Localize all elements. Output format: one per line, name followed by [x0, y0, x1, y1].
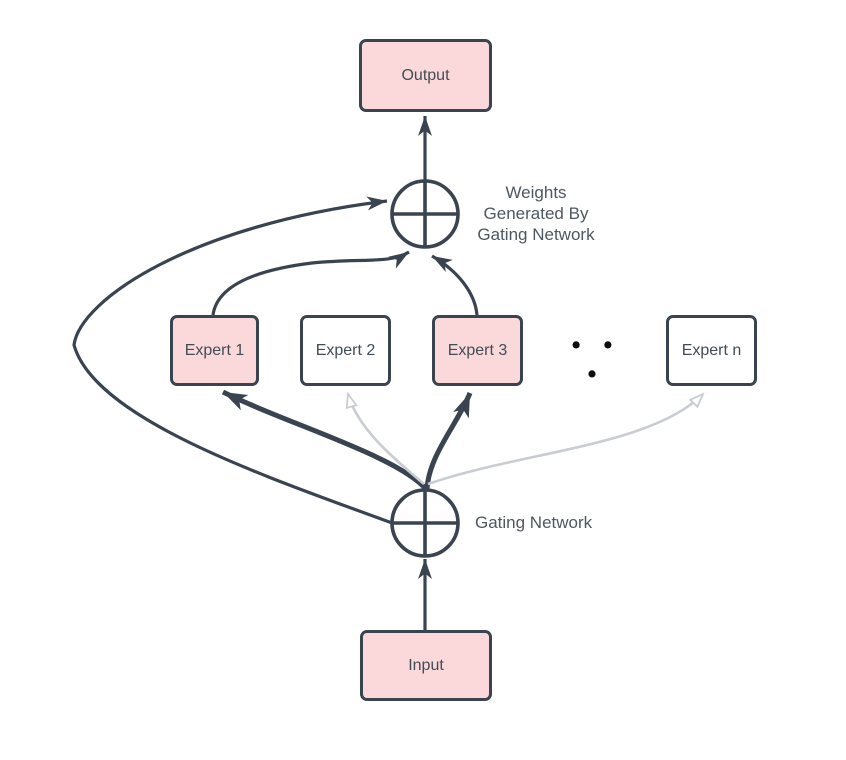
expert2-node: Expert 2	[300, 315, 391, 386]
expert3-node-label: Expert 3	[447, 341, 508, 359]
expert3-node: Expert 3	[432, 315, 523, 386]
weights-annotation-line3: Gating Network	[477, 225, 595, 244]
expert2-node-label: Expert 2	[315, 341, 376, 359]
gating-network-annotation: Gating Network	[475, 513, 593, 532]
edge-expert3-to-sum	[431, 254, 479, 316]
output-node-label: Output	[401, 66, 450, 84]
more-experts-ellipsis: • • •	[571, 331, 621, 388]
edge-gating-to-expert2	[348, 394, 425, 485]
expertn-node: Expert n	[666, 315, 757, 386]
edge-gating-to-expert3	[424, 392, 473, 490]
weights-annotation-line2: Generated By	[483, 204, 589, 223]
weights-annotation: Weights Generated By Gating Network	[446, 182, 626, 245]
input-node-label: Input	[408, 656, 444, 674]
expert1-node-label: Expert 1	[184, 341, 245, 359]
edge-gating-weights-loop	[72, 196, 393, 525]
output-node: Output	[359, 39, 492, 112]
expert1-node: Expert 1	[170, 315, 259, 386]
edge-gating-to-expert1	[221, 389, 428, 491]
weighted-sum-node	[390, 179, 460, 249]
expertn-node-label: Expert n	[681, 341, 742, 359]
edge-expert1-to-sum	[211, 250, 410, 316]
gating-network-node	[390, 488, 460, 558]
edge-gating-to-expertn	[427, 394, 703, 486]
weights-annotation-line1: Weights	[505, 183, 567, 202]
input-node: Input	[360, 630, 492, 701]
